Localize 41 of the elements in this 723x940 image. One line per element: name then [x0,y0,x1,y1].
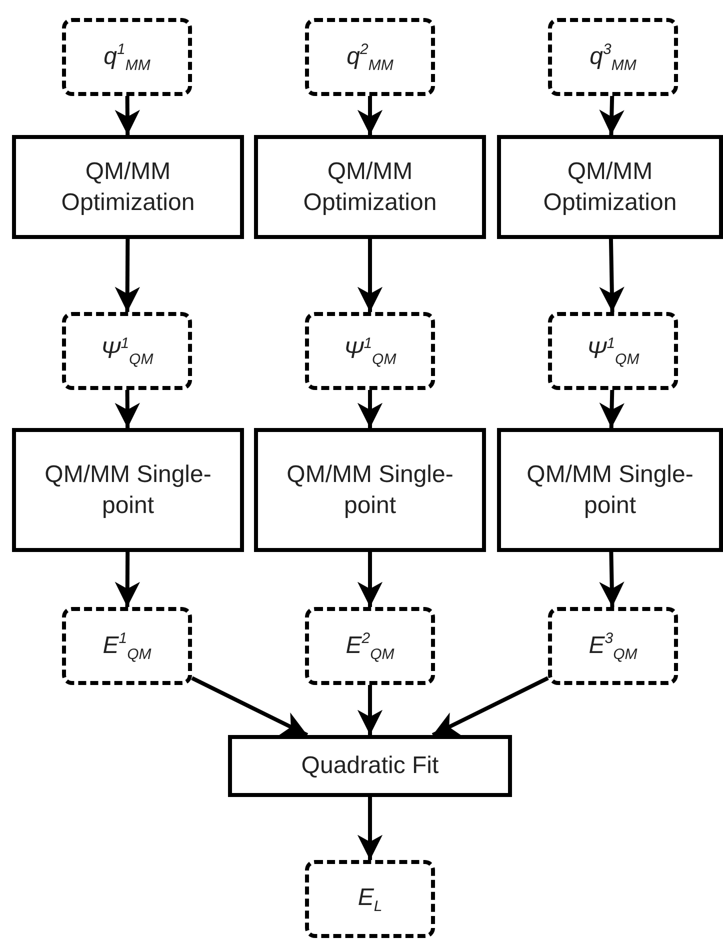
process-label: Quadratic Fit [301,751,439,782]
process-box [254,428,486,552]
arrow [114,238,140,312]
arrow [357,390,383,428]
variable-box [548,312,678,390]
process-label: QM/MM Optimization [60,156,196,218]
variable-box [548,18,678,96]
variable-box [305,607,435,685]
arrow [357,239,383,312]
process-label: QM/MM Single-point [44,460,212,521]
variable-box [305,18,435,96]
arrow [357,685,383,735]
arrow [114,552,140,608]
arrow [114,390,140,428]
arrow [357,96,383,135]
arrow [432,676,549,737]
process-label: QM/MM Optimization [302,156,438,218]
variable-label: E$_{L}$ [358,884,382,914]
arrow [191,676,308,737]
arrow [599,552,624,608]
process-box [497,428,723,552]
arrow [599,390,624,428]
variable-box [62,18,192,96]
variable-box [305,860,435,938]
process-box [497,135,723,239]
process-label: QM/MM Optimization [542,156,678,218]
process-box [12,135,244,239]
process-box [12,428,244,552]
process-label: QM/MM Single-point [286,460,454,521]
variable-box [62,312,192,390]
process-label: QM/MM Single-point [526,460,694,521]
process-box [228,735,512,797]
variable-box [305,312,435,390]
arrow [599,96,624,136]
process-box [254,135,486,239]
arrow [357,552,383,607]
arrow [357,797,383,860]
variable-box [62,607,192,685]
arrow [114,96,140,136]
variable-box [548,607,678,685]
arrow [599,238,624,312]
